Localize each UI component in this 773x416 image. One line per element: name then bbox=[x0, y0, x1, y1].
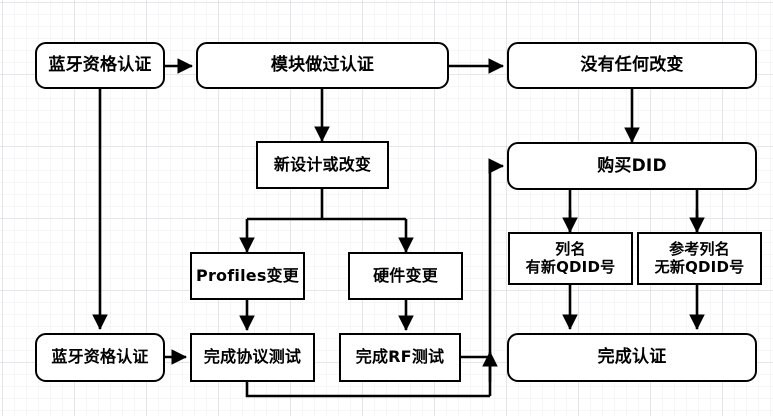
edge-buydid-split bbox=[568, 190, 699, 232]
node-hardware-change[interactable]: 硬件变更 bbox=[348, 252, 463, 300]
edge-riser-to-buydid bbox=[488, 158, 505, 396]
node-ref-listing-no-qdid[interactable]: 参考列名 无新QDID号 bbox=[637, 232, 762, 285]
node-protocol-test-done[interactable]: 完成协议测试 bbox=[190, 333, 315, 382]
node-new-design-or-change[interactable]: 新设计或改变 bbox=[256, 141, 389, 189]
node-listing-new-qdid[interactable]: 列名 有新QDID号 bbox=[508, 232, 633, 285]
node-certification-done[interactable]: 完成认证 bbox=[507, 333, 757, 382]
node-no-change[interactable]: 没有任何改变 bbox=[507, 42, 757, 89]
node-module-certified[interactable]: 模块做过认证 bbox=[196, 42, 449, 89]
node-bt-qualification-top[interactable]: 蓝牙资格认证 bbox=[35, 42, 165, 89]
node-rf-test-done[interactable]: 完成RF测试 bbox=[339, 333, 461, 382]
edge-protocoltest-to-buydid bbox=[245, 382, 490, 398]
node-bt-qualification-bottom[interactable]: 蓝牙资格认证 bbox=[35, 333, 165, 382]
node-buy-did[interactable]: 购买DID bbox=[507, 142, 757, 190]
node-profiles-change[interactable]: Profiles变更 bbox=[190, 252, 305, 300]
edge-newdesign-split bbox=[247, 189, 406, 221]
